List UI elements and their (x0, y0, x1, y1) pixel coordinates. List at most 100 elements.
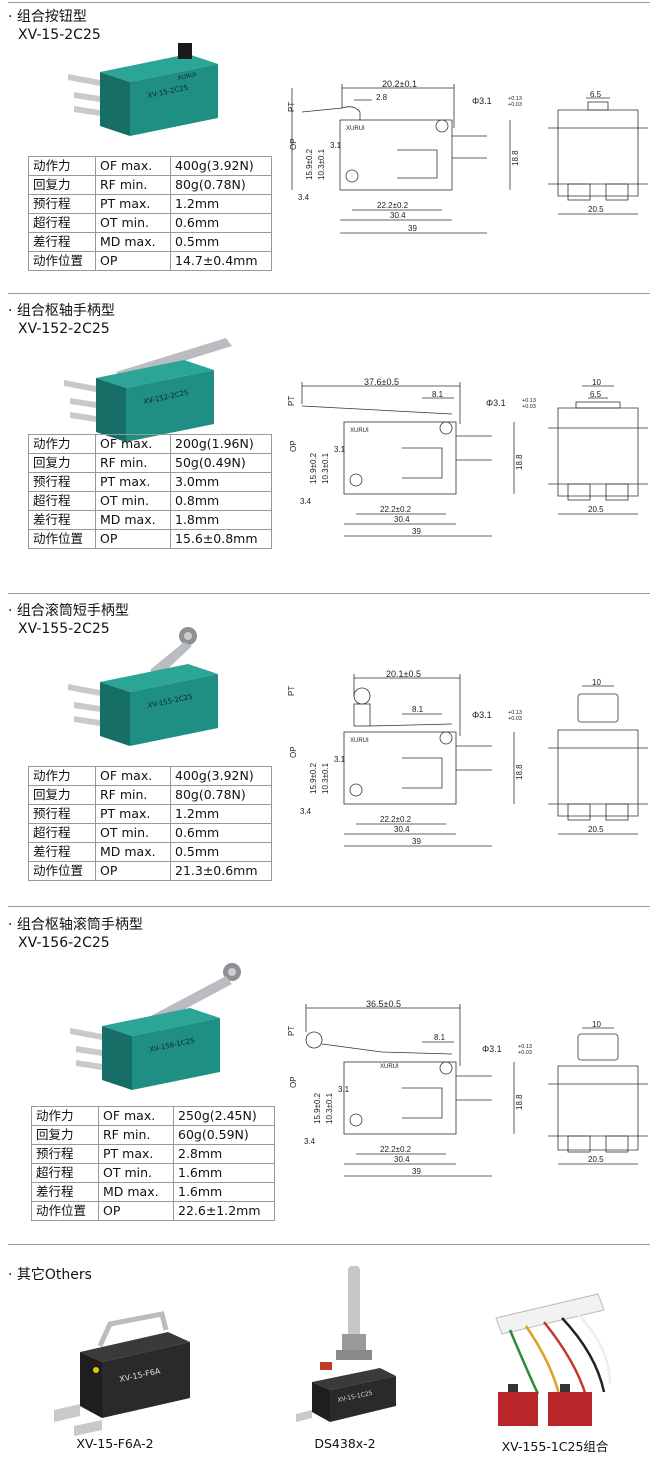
svg-text:10: 10 (592, 1020, 601, 1029)
svg-text:18.8: 18.8 (515, 1094, 524, 1110)
model-number: XV-155-2C25 (18, 621, 110, 637)
svg-text:10.3±0.1: 10.3±0.1 (325, 1092, 334, 1124)
svg-text:30.4: 30.4 (394, 515, 410, 524)
svg-text:OP: OP (289, 1076, 298, 1088)
svg-text:XURUI: XURUI (380, 1064, 399, 1070)
model-number: XV-152-2C25 (18, 321, 110, 337)
section-title: · 其它Others (8, 1267, 92, 1283)
dimension-drawing: 20.1±0.5 8.1 XURUI Φ3.1 +0.13 +0.03 PT O… (287, 669, 524, 847)
svg-text:+0.13: +0.13 (522, 398, 536, 404)
svg-text:3.4: 3.4 (300, 497, 312, 506)
dimension-drawing: 20.2±0.1 2.8 XURUI Φ3.1 +0.13 +0.03 PT O… (287, 79, 522, 234)
svg-text:+0.03: +0.03 (518, 1050, 532, 1056)
svg-text:22.2±0.2: 22.2±0.2 (380, 815, 412, 824)
svg-text:PT: PT (287, 102, 296, 112)
divider (8, 906, 650, 907)
side-view-drawing: 10 6.5 20.5 (548, 378, 648, 515)
svg-text:15.9±0.2: 15.9±0.2 (309, 762, 318, 794)
svg-text:20.1±0.5: 20.1±0.5 (386, 669, 421, 679)
product-photo: XV-152-2C25 (64, 338, 232, 442)
svg-text:3.1: 3.1 (338, 1085, 350, 1094)
svg-text:XURUI: XURUI (350, 428, 369, 434)
svg-text:20.5: 20.5 (588, 505, 604, 514)
svg-text:10: 10 (592, 678, 601, 687)
svg-text:OP: OP (289, 746, 298, 758)
svg-text:OP: OP (289, 440, 298, 452)
divider (8, 2, 650, 3)
svg-text:22.2±0.2: 22.2±0.2 (380, 505, 412, 514)
svg-text:39: 39 (408, 224, 417, 233)
product-photo (495, 1293, 612, 1426)
section-title: · 组合滚筒短手柄型 (8, 603, 129, 619)
svg-text:PT: PT (287, 686, 296, 696)
svg-text:15.9±0.2: 15.9±0.2 (305, 148, 314, 180)
svg-text:Φ3.1: Φ3.1 (486, 398, 506, 408)
svg-text:+0.03: +0.03 (508, 716, 522, 722)
product-photo: XV-15-2C25 XURUI (68, 43, 218, 136)
svg-text:22.2±0.2: 22.2±0.2 (377, 201, 409, 210)
divider (8, 293, 650, 294)
svg-text:30.4: 30.4 (394, 1155, 410, 1164)
svg-text:Φ3.1: Φ3.1 (472, 710, 492, 720)
svg-text:XURUI: XURUI (350, 738, 369, 744)
svg-text:8.1: 8.1 (412, 705, 424, 714)
svg-text:10.3±0.1: 10.3±0.1 (321, 762, 330, 794)
product-photo: XV-15-1C25 (296, 1266, 396, 1422)
svg-text:+0.13: +0.13 (508, 96, 522, 102)
svg-text:OP: OP (289, 138, 298, 150)
svg-text:3.1: 3.1 (334, 445, 346, 454)
svg-text:39: 39 (412, 527, 421, 536)
svg-text:10.3±0.1: 10.3±0.1 (321, 452, 330, 484)
side-view-drawing: 6.5 20.5 (548, 90, 648, 215)
side-view-drawing: 10 20.5 (548, 1020, 648, 1165)
svg-text:22.2±0.2: 22.2±0.2 (380, 1145, 412, 1154)
svg-text:6.5: 6.5 (590, 390, 602, 399)
svg-text:3.1: 3.1 (330, 141, 342, 150)
svg-text:+0.03: +0.03 (508, 102, 522, 108)
svg-text:3.4: 3.4 (298, 193, 310, 202)
svg-text:XURUI: XURUI (177, 71, 197, 82)
svg-text:8.1: 8.1 (434, 1033, 446, 1042)
svg-text:+0.13: +0.13 (508, 710, 522, 716)
svg-text:15.9±0.2: 15.9±0.2 (309, 452, 318, 484)
svg-text:3.4: 3.4 (300, 807, 312, 816)
svg-text:15.9±0.2: 15.9±0.2 (313, 1092, 322, 1124)
svg-text:+0.13: +0.13 (518, 1044, 532, 1050)
svg-text:20.5: 20.5 (588, 825, 604, 834)
svg-text:10: 10 (592, 378, 601, 387)
svg-text:Φ3.1: Φ3.1 (472, 96, 492, 106)
side-view-drawing: 10 20.5 (548, 678, 648, 835)
svg-text:36.5±0.5: 36.5±0.5 (366, 999, 401, 1009)
svg-text:39: 39 (412, 1167, 421, 1176)
svg-text:20.2±0.1: 20.2±0.1 (382, 79, 417, 89)
svg-text:8.1: 8.1 (432, 390, 444, 399)
svg-text:20.5: 20.5 (588, 1155, 604, 1164)
svg-text:3.4: 3.4 (304, 1137, 316, 1146)
svg-text:20.5: 20.5 (588, 205, 604, 214)
svg-text:6.5: 6.5 (590, 90, 602, 99)
svg-text:+0.03: +0.03 (522, 404, 536, 410)
svg-text:10.3±0.1: 10.3±0.1 (317, 148, 326, 180)
